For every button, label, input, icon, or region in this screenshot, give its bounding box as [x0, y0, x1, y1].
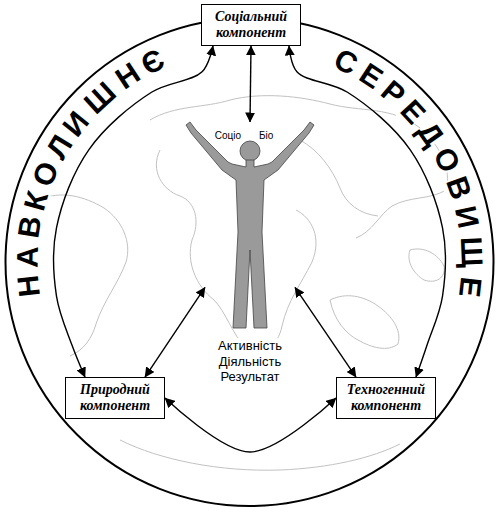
continent-outline	[120, 440, 400, 470]
label-letter: Щ	[456, 236, 487, 268]
label-letter: О	[27, 157, 64, 190]
label-letter: Е	[454, 275, 486, 298]
interaction-arrow	[295, 287, 356, 377]
label-letter: О	[428, 143, 465, 178]
label-letter: Д	[412, 116, 449, 151]
figure-label: Біо	[258, 130, 274, 142]
figure-head	[240, 141, 260, 161]
continent-outline	[409, 249, 444, 281]
interaction-arrow	[250, 46, 251, 122]
label-letter: Ш	[79, 77, 121, 119]
interaction-arrow	[145, 287, 205, 377]
label-letter: Є	[137, 44, 169, 80]
figure-body	[186, 122, 314, 328]
continent-outlines	[40, 96, 448, 471]
component-box: Природний компонент	[65, 377, 165, 419]
human-figure: Соціо БіоАктивність Діяльність Результат	[205, 122, 295, 389]
label-letter: И	[450, 203, 484, 230]
label-letter: А	[12, 245, 43, 267]
component-box: Соціальний компонент	[201, 4, 301, 46]
interaction-arrow	[165, 398, 336, 452]
figure-caption: Активність Діяльність Результат	[205, 338, 295, 385]
figure-label: Соціо	[214, 130, 242, 142]
interaction-arrow	[289, 46, 445, 377]
continent-outline	[330, 296, 399, 349]
continent-outline	[300, 140, 378, 216]
globe-outline	[6, 18, 494, 506]
component-box: Техногенний компонент	[336, 377, 436, 419]
continent-outline	[40, 195, 128, 356]
component-label: Природний компонент	[72, 382, 158, 413]
label-letter: К	[19, 188, 53, 214]
label-letter: С	[330, 44, 363, 80]
label-letter: В	[441, 173, 476, 203]
environment-label: НАВКОЛИШНЄ	[6, 40, 176, 308]
label-letter: Н	[13, 274, 45, 299]
label-letter: В	[14, 214, 47, 240]
label-letter: Н	[110, 58, 145, 95]
component-label: Соціальний компонент	[208, 9, 294, 40]
human-figure-group	[186, 122, 314, 328]
environment-label: СЕРЕДОВИЩЕ	[324, 40, 493, 309]
component-label: Техногенний компонент	[343, 382, 429, 413]
interaction-arrow	[54, 46, 213, 377]
